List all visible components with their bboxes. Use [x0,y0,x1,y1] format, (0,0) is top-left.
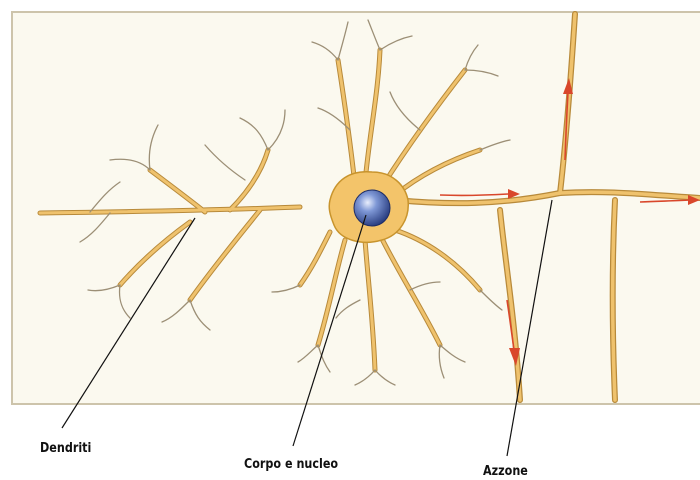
label-dendrites: Dendriti [40,441,91,456]
label-axon: Azzone [483,464,528,479]
label-cell-body: Corpo e nucleo [244,457,338,472]
nucleus [354,190,390,226]
